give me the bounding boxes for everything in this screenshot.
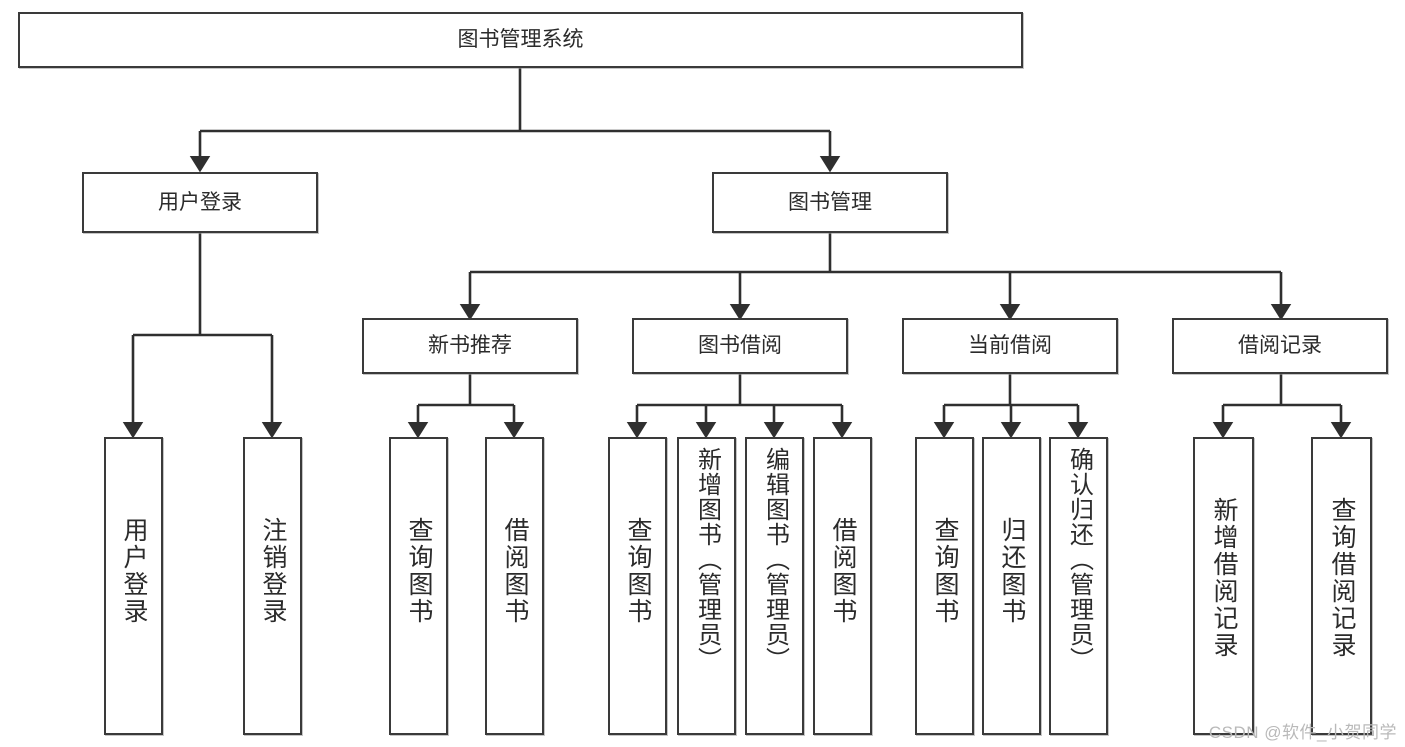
- leaf-borrow-record-0[interactable]: 新增借阅记录: [1193, 437, 1254, 735]
- node-label: 注销登录: [259, 517, 287, 625]
- node-label: 查询图书: [624, 517, 652, 625]
- watermark-text: CSDN @软件_小贺同学: [1208, 723, 1397, 742]
- node-book-management[interactable]: 图书管理: [712, 172, 948, 233]
- node-user-login[interactable]: 用户登录: [82, 172, 318, 233]
- leaf-borrow-record-1[interactable]: 查询借阅记录: [1311, 437, 1372, 735]
- leaf-book-borrow-2[interactable]: 编辑图书（管理员）: [745, 437, 804, 735]
- node-label: 图书管理: [788, 190, 872, 214]
- node-current-borrow[interactable]: 当前借阅: [902, 318, 1118, 374]
- node-label: 借阅记录: [1238, 334, 1322, 358]
- leaf-new-book-recommend-1[interactable]: 借阅图书: [485, 437, 544, 735]
- node-label: 用户登录: [158, 190, 242, 214]
- node-label: 归还图书: [998, 517, 1026, 625]
- leaf-current-borrow-0[interactable]: 查询图书: [915, 437, 974, 735]
- leaf-user-login-1[interactable]: 注销登录: [243, 437, 302, 735]
- node-label: 借阅图书: [501, 517, 529, 625]
- leaf-current-borrow-1[interactable]: 归还图书: [982, 437, 1041, 735]
- node-label: 用户登录: [120, 517, 148, 625]
- node-borrow-record[interactable]: 借阅记录: [1172, 318, 1388, 374]
- leaf-current-borrow-2[interactable]: 确认归还（管理员）: [1049, 437, 1108, 735]
- leaf-book-borrow-1[interactable]: 新增图书（管理员）: [677, 437, 736, 735]
- leaf-user-login-0[interactable]: 用户登录: [104, 437, 163, 735]
- node-label: 查询借阅记录: [1328, 497, 1356, 659]
- node-label: 借阅图书: [829, 517, 857, 625]
- node-new-book-recommend[interactable]: 新书推荐: [362, 318, 578, 374]
- node-label: 查询图书: [405, 517, 433, 625]
- node-label: 新增借阅记录: [1210, 497, 1238, 659]
- node-root-system[interactable]: 图书管理系统: [18, 12, 1023, 68]
- node-label: 当前借阅: [968, 334, 1052, 358]
- leaf-book-borrow-3[interactable]: 借阅图书: [813, 437, 872, 735]
- node-label: 新增图书（管理员）: [693, 447, 721, 672]
- leaf-new-book-recommend-0[interactable]: 查询图书: [389, 437, 448, 735]
- node-book-borrow[interactable]: 图书借阅: [632, 318, 848, 374]
- leaf-book-borrow-0[interactable]: 查询图书: [608, 437, 667, 735]
- node-label: 确认归还（管理员）: [1065, 447, 1093, 672]
- node-label: 编辑图书（管理员）: [761, 447, 789, 672]
- node-label: 图书管理系统: [457, 28, 584, 52]
- node-label: 图书借阅: [698, 334, 782, 358]
- node-label: 新书推荐: [428, 334, 512, 358]
- node-label: 查询图书: [931, 517, 959, 625]
